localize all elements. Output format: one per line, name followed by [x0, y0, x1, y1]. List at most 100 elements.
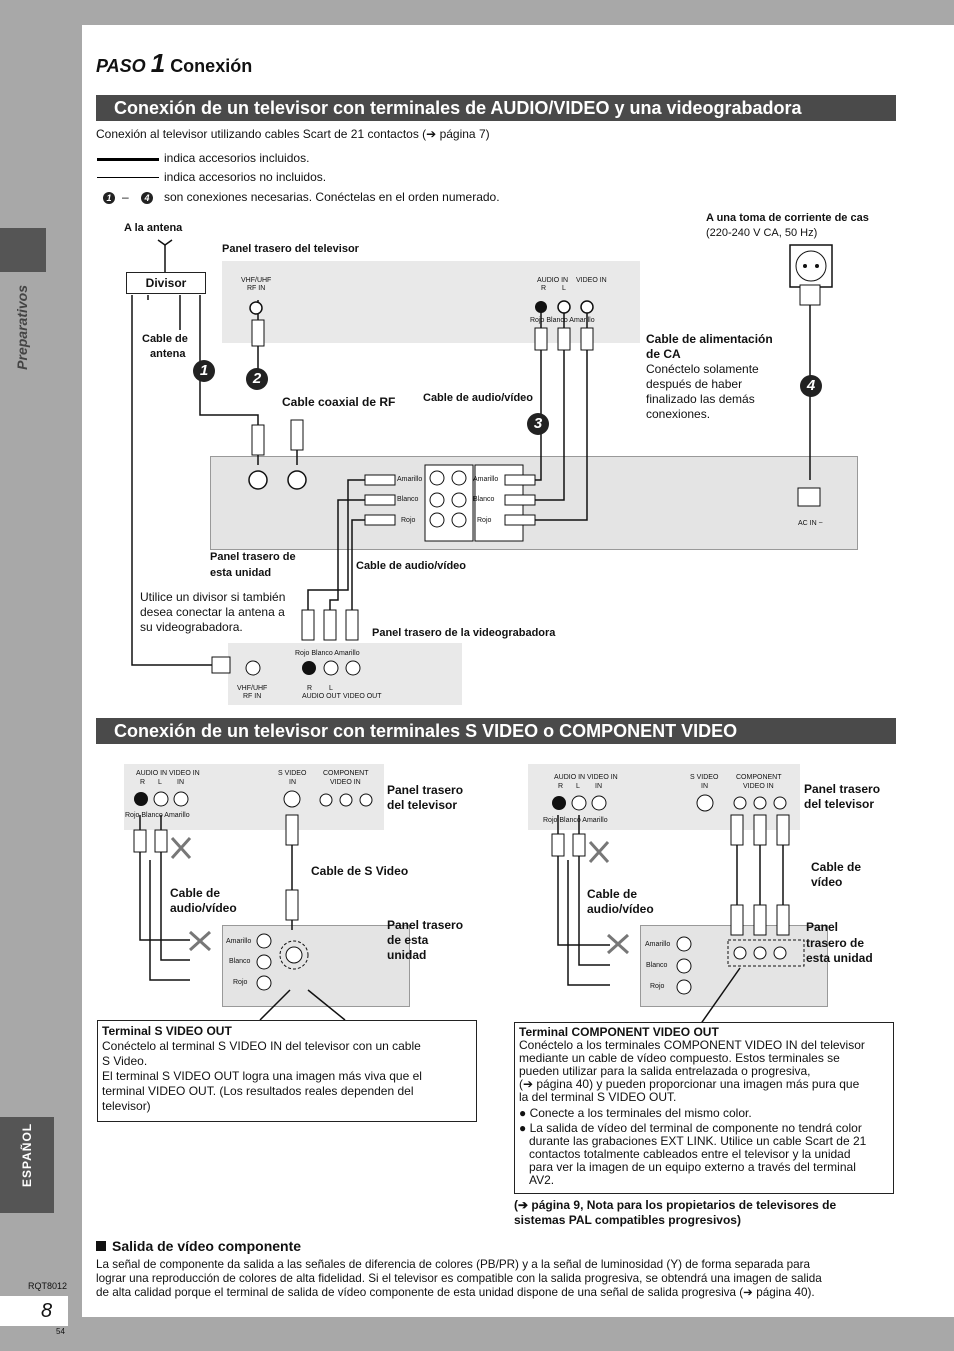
component-bullet-2-l3: contactos totalmente cableados entre el …: [529, 1147, 851, 1161]
page-number: 8: [41, 1300, 53, 1322]
cable-av-label: Cable de audio/vídeo: [423, 392, 534, 404]
divisor-note-3: su videograbadora.: [140, 620, 243, 634]
right-unit-rear-1: Panel: [806, 920, 839, 934]
vcr-rear-label: Panel trasero de la videograbadora: [372, 627, 556, 639]
legend-not-included: indica accesorios no incluidos.: [164, 170, 327, 184]
component-bullet-2-l5: AV2.: [529, 1173, 555, 1187]
legend-num-start: 1: [103, 192, 115, 204]
divisor-note-1: Utilice un divisor si también: [140, 590, 286, 604]
left-plug-colors: Rojo Blanco Amarillo: [125, 812, 190, 819]
right-rojo: Rojo: [650, 983, 665, 990]
outlet-label: A una toma de corriente de cas: [706, 212, 869, 224]
section2-title: Conexión de un televisor con terminales …: [96, 718, 896, 744]
vcr-rfin-label: RF IN: [243, 693, 262, 700]
left-video-in: VIDEO IN: [169, 770, 200, 777]
left-unit-rear-1: Panel trasero: [387, 918, 464, 932]
tv-rfin-label: RF IN: [247, 285, 266, 292]
vcr-rear-panel: [228, 643, 462, 705]
right-s-video: S VIDEO: [690, 774, 719, 781]
left-cable-av-1: Cable de: [170, 886, 221, 900]
s-video-box-l5: televisor): [102, 1099, 151, 1113]
power-note-3: finalizado las demás: [646, 392, 755, 406]
component-section-title: Salida de vídeo componente: [96, 1238, 301, 1255]
tv-l-label: L: [562, 285, 566, 292]
left-blanco: Blanco: [229, 958, 251, 965]
right-blanco: Blanco: [646, 962, 668, 969]
component-box-l5: la del terminal S VIDEO OUT.: [519, 1090, 677, 1104]
left-component-2: VIDEO IN: [330, 779, 361, 786]
right-cable-video-2: vídeo: [811, 875, 843, 889]
right-r: R: [558, 783, 564, 790]
vcr-l-label: L: [329, 685, 333, 692]
step-1-badge: 1: [193, 360, 215, 382]
right-tv-rear-1: Panel trasero: [804, 782, 881, 796]
power-note-2: después de haber: [646, 377, 743, 391]
unit-rojo-1: Rojo: [401, 517, 416, 524]
right-cable-av-2: audio/vídeo: [587, 902, 654, 916]
left-component: COMPONENT: [323, 770, 369, 777]
square-bullet-icon: [96, 1241, 106, 1251]
component-bullet-2-l4: para ver la imagen de un equipo externo …: [529, 1160, 856, 1174]
legend-num-end: 4: [141, 192, 153, 204]
right-unit-rear-2: trasero de: [806, 936, 865, 950]
tv-r-label: R: [541, 285, 547, 292]
left-cable-av-2: audio/vídeo: [170, 901, 237, 915]
legend-dash: –: [122, 190, 129, 204]
component-box-title: Terminal COMPONENT VIDEO OUT: [519, 1025, 719, 1039]
left-in: IN: [177, 779, 184, 786]
divisor-box: Divisor: [126, 272, 206, 294]
cable-antenna-2: antena: [150, 348, 186, 360]
right-in: IN: [595, 783, 602, 790]
vcr-video-out-label: VIDEO OUT: [343, 693, 382, 700]
right-unit-rear-3: esta unidad: [806, 951, 873, 965]
outlet-spec: (220-240 V CA, 50 Hz): [706, 227, 818, 239]
component-bullet-1-text: Conecte a los terminales del mismo color…: [529, 1106, 752, 1120]
antenna-label: A la antena: [124, 222, 183, 234]
left-unit-device: [222, 925, 410, 1007]
tv-audio-in-label: AUDIO IN: [537, 277, 569, 284]
vcr-plug-colors: Rojo Blanco Amarillo: [295, 650, 360, 657]
s-video-box-l3: El terminal S VIDEO OUT logra una imagen…: [102, 1069, 422, 1083]
component-box-l4: (➔ página 40) y pueden proporcionar una …: [519, 1077, 860, 1091]
pal-note-l1[interactable]: (➔ página 9, Nota para los propietarios …: [514, 1198, 837, 1212]
left-cable-s-video: Cable de S Video: [311, 864, 409, 878]
unit-rear-2: esta unidad: [210, 567, 272, 579]
step-3-badge: 3: [527, 413, 549, 435]
right-plug-colors: Rojo Blanco Amarillo: [543, 817, 608, 824]
left-r: R: [140, 779, 146, 786]
power-note-1: Conéctelo solamente: [646, 362, 759, 376]
vcr-vhf-label: VHF/UHF: [237, 685, 268, 692]
s-video-box-l2: S Video.: [102, 1054, 148, 1068]
component-bullet-1: ● Conecte a los terminales del mismo col…: [519, 1106, 752, 1120]
right-tv-rear-2: del televisor: [804, 797, 875, 811]
paso-title: Conexión: [170, 56, 253, 76]
legend-not-included-line: [97, 177, 159, 178]
component-bullet-2-l1: La salida de vídeo del terminal de compo…: [529, 1121, 862, 1135]
component-info-box: Terminal COMPONENT VIDEO OUT Conéctelo a…: [514, 1022, 894, 1194]
s-video-box-l4: terminal VIDEO OUT. (Los resultados real…: [102, 1084, 414, 1098]
s-video-box-title: Terminal S VIDEO OUT: [102, 1024, 232, 1038]
component-section-l3: de alta calidad porque el terminal de sa…: [96, 1286, 815, 1299]
legend-included-line: [97, 158, 159, 161]
cable-antenna-1: Cable de: [142, 333, 188, 345]
left-s-video: S VIDEO: [278, 770, 307, 777]
s-video-box-l1: Conéctelo al terminal S VIDEO IN del tel…: [102, 1039, 421, 1053]
component-section-l2: lograr una reproducción de colores de al…: [96, 1272, 822, 1285]
step-2-badge: 2: [246, 368, 268, 390]
sidebar-tab: [0, 228, 46, 272]
right-amarillo: Amarillo: [645, 941, 671, 948]
paso-word: PASO: [96, 56, 146, 76]
page-number-box: [0, 1296, 68, 1326]
divisor-note-2: desea conectar la antena a: [140, 605, 285, 619]
component-box-l2: mediante un cable de vídeo compuesto. Es…: [519, 1051, 840, 1065]
right-audio-in: AUDIO IN: [554, 774, 586, 781]
right-component-2: VIDEO IN: [743, 783, 774, 790]
left-s-in: IN: [289, 779, 296, 786]
component-section-title-text: Salida de vídeo componente: [112, 1238, 302, 1254]
left-unit-rear-2: de esta: [387, 933, 429, 947]
paso-number: 1: [150, 48, 166, 78]
left-audio-in: AUDIO IN: [136, 770, 168, 777]
cable-av-2: Cable de audio/vídeo: [356, 560, 467, 572]
